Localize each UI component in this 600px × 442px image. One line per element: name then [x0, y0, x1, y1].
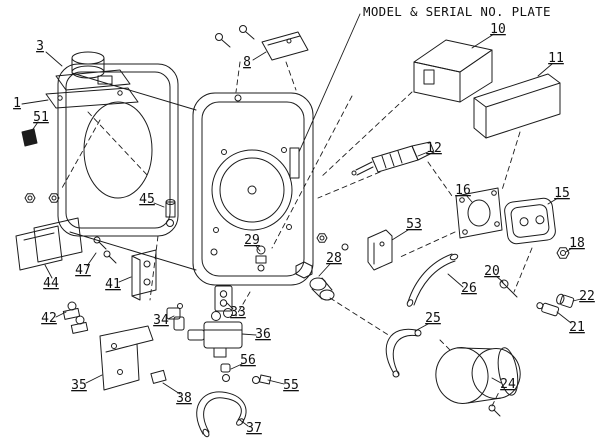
part-56-graphic	[220, 363, 231, 382]
part-21-graphic	[536, 302, 560, 317]
part-20-graphic	[499, 279, 518, 298]
part-label-47: 47	[75, 263, 91, 278]
part-label-42: 42	[41, 311, 57, 326]
left-nuts-graphic	[24, 193, 60, 203]
part-label-25: 25	[425, 311, 441, 326]
part-label-18: 18	[569, 236, 585, 251]
serial-plate-graphic	[289, 147, 300, 179]
label-leader-lines	[21, 13, 582, 427]
part-label-21: 21	[569, 320, 585, 335]
part-11-graphic	[473, 73, 561, 139]
part-34-graphic	[166, 303, 185, 331]
part-label-55: 55	[283, 378, 299, 393]
part-label-33: 33	[230, 305, 246, 320]
part-26-graphic	[406, 253, 459, 307]
part-28-graphic	[295, 261, 335, 301]
part-51-graphic	[21, 128, 38, 147]
part-3-graphic	[55, 51, 131, 91]
part-main-jacket-graphic	[57, 63, 314, 286]
part-53-graphic	[367, 229, 393, 271]
part-label-8: 8	[243, 55, 251, 70]
part-label-3: 3	[36, 39, 44, 54]
part-22-graphic	[556, 293, 575, 308]
part-8-graphic	[215, 25, 309, 61]
part-label-11: 11	[548, 51, 564, 66]
part-label-20: 20	[484, 264, 500, 279]
diagram-title: MODEL & SERIAL NO. PLATE	[363, 4, 551, 19]
part-45-graphic	[165, 199, 176, 227]
part-25-graphic	[385, 328, 422, 378]
part-15-graphic	[504, 197, 556, 245]
part-label-26: 26	[461, 281, 477, 296]
part-38-graphic	[150, 369, 167, 384]
part-label-15: 15	[554, 186, 570, 201]
part-12-graphic	[351, 141, 435, 176]
part-label-41: 41	[105, 277, 121, 292]
part-label-36: 36	[255, 327, 271, 342]
part-55-graphic	[252, 374, 272, 385]
part-37-graphic	[196, 391, 247, 438]
part-24-graphic	[435, 347, 521, 404]
part-label-38: 38	[176, 391, 192, 406]
part-1-graphic	[45, 87, 139, 109]
part-label-45: 45	[139, 192, 155, 207]
part-label-1: 1	[13, 96, 21, 111]
part-label-53: 53	[406, 217, 422, 232]
part-44-graphic	[15, 217, 83, 271]
part-label-16: 16	[455, 183, 471, 198]
part-label-12: 12	[426, 141, 442, 156]
part-42-graphic	[62, 301, 89, 334]
diagram-artwork	[15, 13, 582, 438]
part-label-10: 10	[490, 22, 506, 37]
part-16-graphic	[455, 187, 503, 239]
part-label-22: 22	[579, 289, 595, 304]
alignment-dashed-lines	[61, 61, 533, 407]
part-10-graphic	[413, 39, 493, 103]
part-label-34: 34	[153, 313, 169, 328]
part-label-35: 35	[71, 378, 87, 393]
part-label-28: 28	[326, 251, 342, 266]
part-18-graphic	[556, 247, 570, 259]
part-35-graphic	[99, 325, 154, 391]
part-label-24: 24	[500, 377, 516, 392]
part-label-29: 29	[244, 233, 260, 248]
tank-screw-graphic	[488, 404, 501, 417]
part-label-56: 56	[240, 353, 256, 368]
part-36-graphic	[187, 308, 243, 358]
part-label-37: 37	[246, 421, 262, 436]
part-47-graphic	[93, 236, 117, 264]
part-label-44: 44	[43, 276, 59, 291]
right-nuts-graphic	[316, 233, 349, 251]
part-label-51: 51	[33, 110, 49, 125]
part-41-graphic	[131, 249, 157, 301]
part-29-graphic	[255, 245, 267, 272]
